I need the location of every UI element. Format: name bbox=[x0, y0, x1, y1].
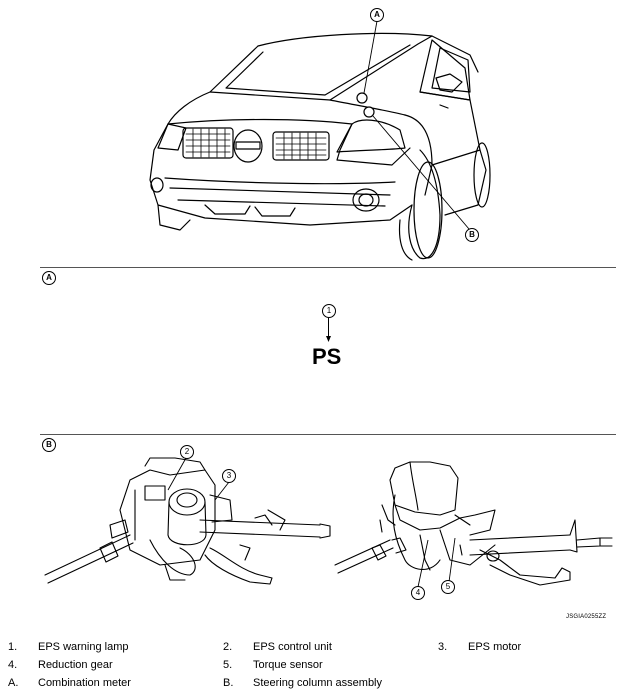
callout-b-car: B bbox=[465, 228, 479, 242]
legend-text: Torque sensor bbox=[253, 659, 323, 671]
legend-item-2: 2. EPS control unit bbox=[223, 641, 332, 653]
legend-item-4: 4. Reduction gear bbox=[8, 659, 113, 671]
legend-key: 5. bbox=[223, 659, 233, 671]
legend-key: 4. bbox=[8, 659, 18, 671]
legend-item-a: A. Combination meter bbox=[8, 677, 131, 689]
callout-3: 3 bbox=[222, 469, 236, 483]
section-a-label: A bbox=[42, 271, 56, 285]
eps-warning-lamp-indicator: PS bbox=[312, 344, 342, 369]
legend-item-b: B. Steering column assembly bbox=[223, 677, 382, 689]
callout-2: 2 bbox=[180, 445, 194, 459]
legend-text: EPS control unit bbox=[253, 641, 332, 653]
legend-item-5: 5. Torque sensor bbox=[223, 659, 323, 671]
legend-key: B. bbox=[223, 677, 234, 689]
legend-key: A. bbox=[8, 677, 19, 689]
legend-item-1: 1. EPS warning lamp bbox=[8, 641, 129, 653]
legend-text: Reduction gear bbox=[38, 659, 113, 671]
callout-5: 5 bbox=[441, 580, 455, 594]
figure-code: JSGIA0255ZZ bbox=[566, 614, 607, 620]
callout-4: 4 bbox=[411, 586, 425, 600]
section-b-label: B bbox=[42, 438, 56, 452]
legend-text: Combination meter bbox=[38, 677, 131, 689]
section-a-divider bbox=[40, 267, 616, 268]
legend-item-3: 3. EPS motor bbox=[438, 641, 521, 653]
legend-text: EPS motor bbox=[468, 641, 522, 653]
legend-key: 1. bbox=[8, 641, 18, 653]
callout-1: 1 bbox=[322, 304, 336, 318]
legend-text: Steering column assembly bbox=[253, 677, 383, 689]
legend-key: 3. bbox=[438, 641, 448, 653]
legend-key: 2. bbox=[223, 641, 233, 653]
legend-text: EPS warning lamp bbox=[38, 641, 129, 653]
callout-a-car: A bbox=[370, 8, 384, 22]
section-b-divider bbox=[40, 434, 616, 435]
